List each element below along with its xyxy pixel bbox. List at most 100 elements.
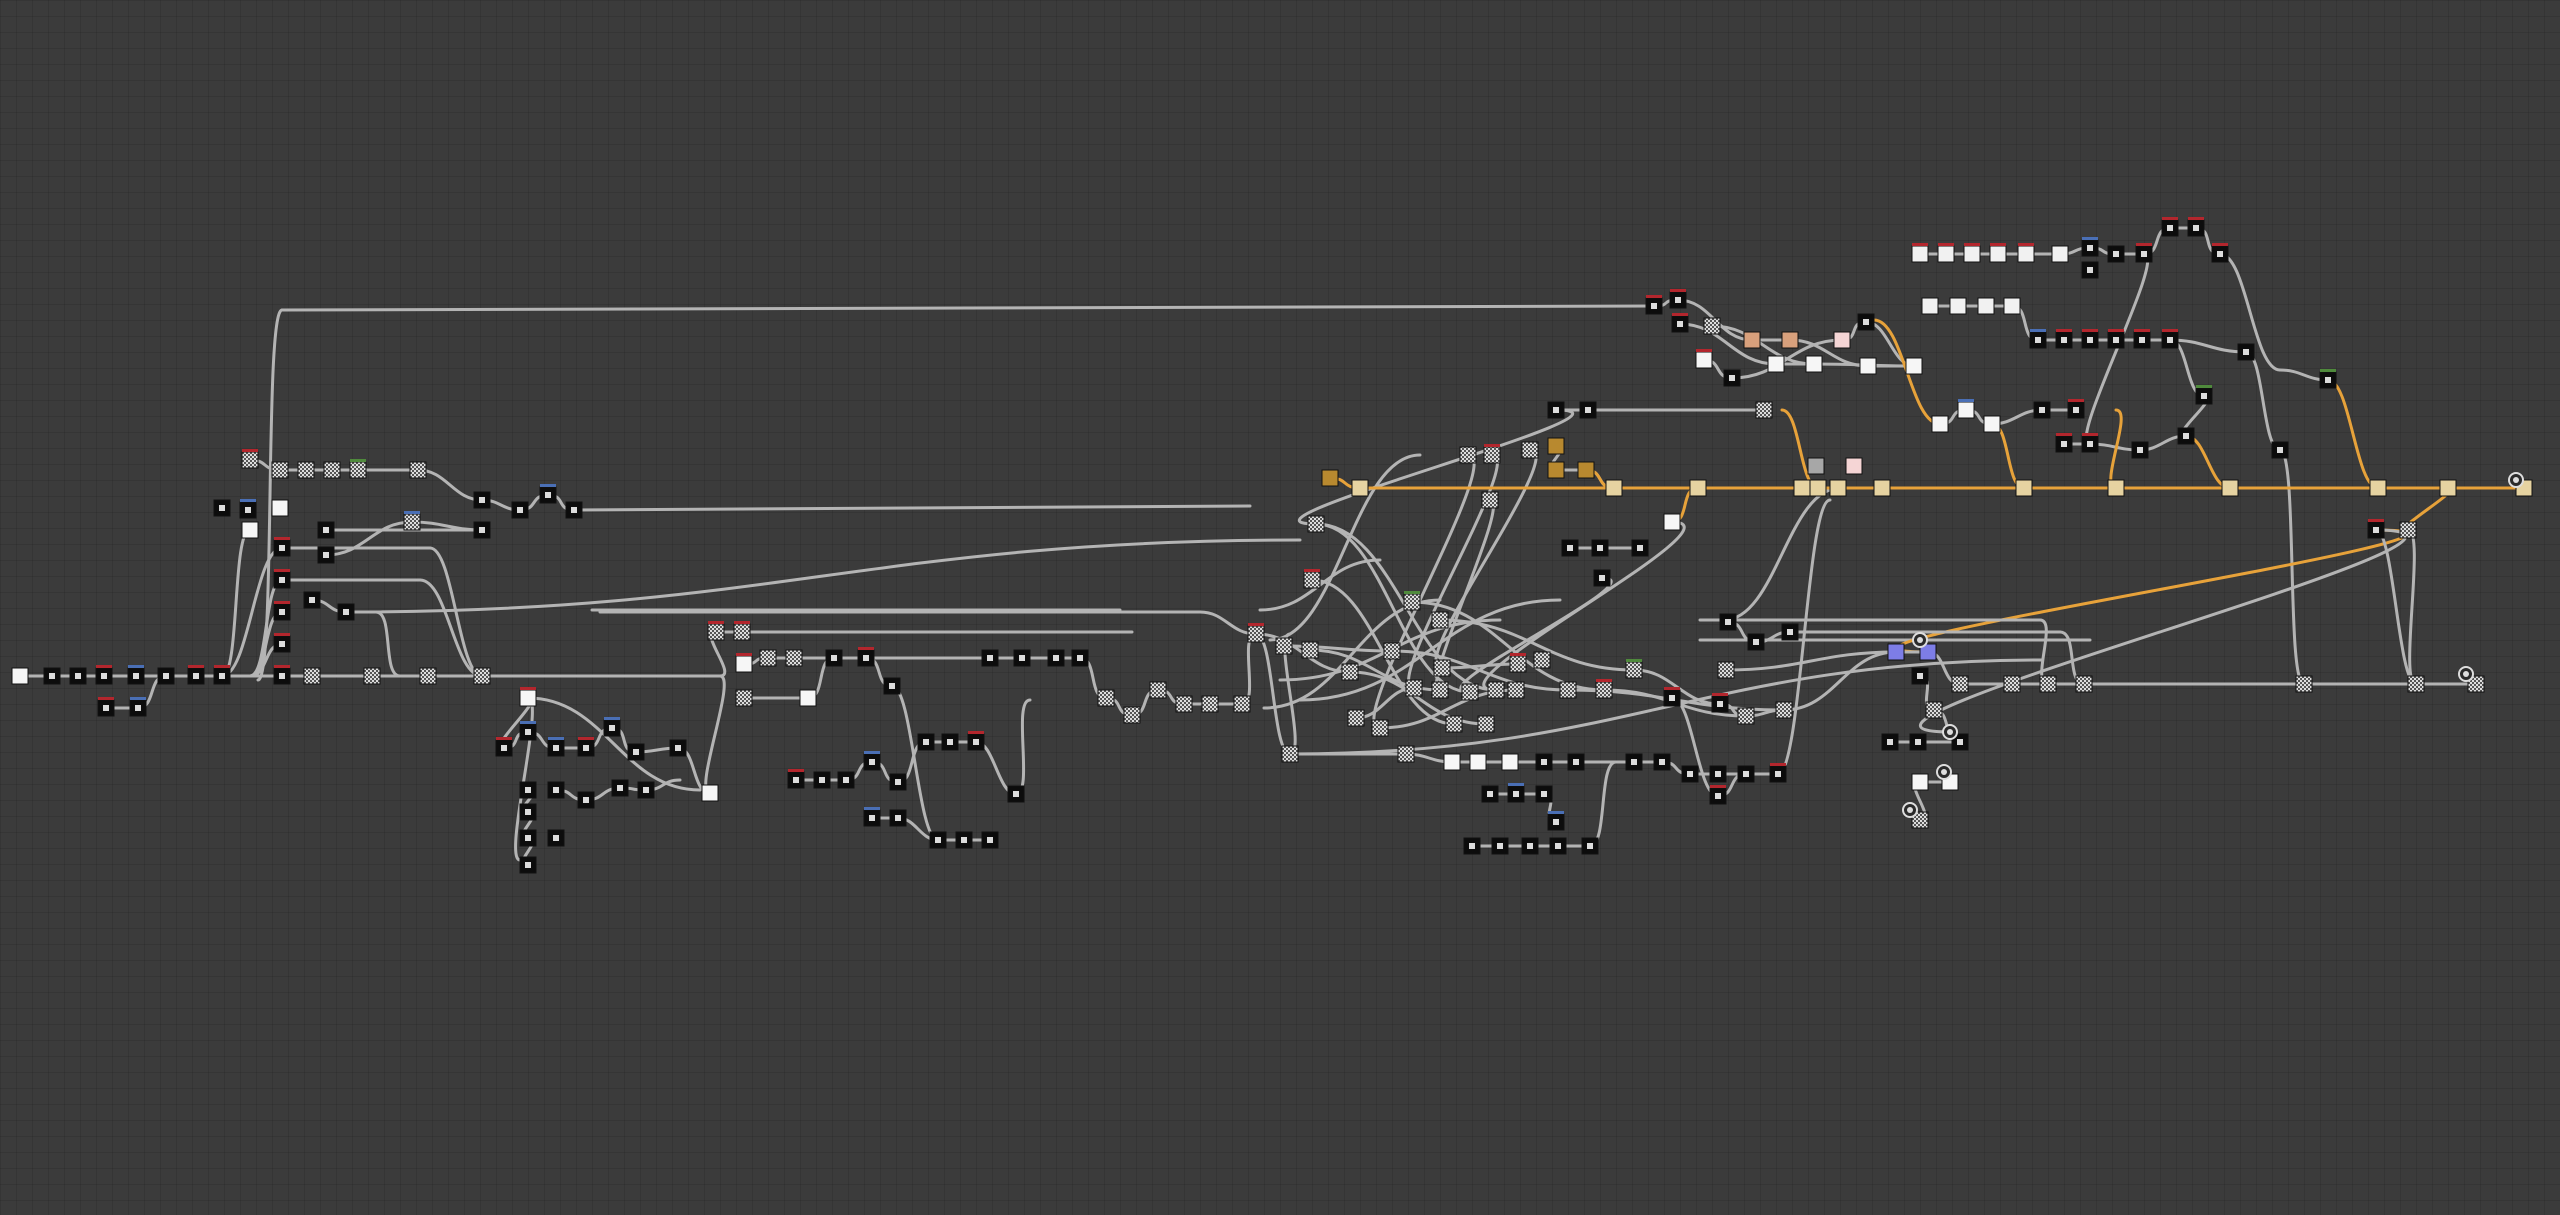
graph-node[interactable] [1653,753,1671,771]
graph-node[interactable] [2081,237,2099,257]
graph-node[interactable] [1175,695,1193,713]
graph-node[interactable] [2051,245,2069,263]
graph-node[interactable] [637,781,655,799]
graph-node[interactable] [1445,715,1463,733]
graph-node[interactable] [2075,675,2093,693]
graph-node[interactable] [317,546,335,564]
graph-node[interactable] [1593,569,1611,587]
graph-node[interactable] [1951,733,1969,751]
output-node-icon[interactable] [1902,802,1918,818]
graph-node[interactable] [519,856,537,874]
graph-node[interactable] [271,499,289,517]
graph-node[interactable] [495,737,513,757]
graph-node[interactable] [2367,519,2385,539]
graph-node[interactable] [1123,706,1141,724]
graph-node[interactable] [2399,521,2417,539]
graph-node[interactable] [1625,659,1643,679]
graph-node[interactable] [11,667,29,685]
wire[interactable] [280,304,1656,312]
graph-node[interactable] [1481,785,1499,803]
graph-node[interactable] [2081,433,2099,453]
graph-node[interactable] [1983,415,2001,433]
wire[interactable] [374,610,402,678]
wire[interactable] [344,538,1302,614]
graph-node[interactable] [1719,613,1737,631]
graph-node[interactable] [2039,675,2057,693]
graph-node[interactable] [1501,753,1519,771]
graph-node[interactable] [127,665,145,685]
graph-node[interactable] [1443,753,1461,771]
graph-node[interactable] [1911,243,1929,263]
graph-node[interactable] [1201,695,1219,713]
graph-node[interactable] [303,591,321,609]
wire[interactable] [1678,322,1778,366]
graph-node[interactable] [1931,415,1949,433]
graph-node[interactable] [2081,261,2099,279]
graph-node[interactable] [2017,243,2035,263]
graph-node[interactable] [1689,479,1707,497]
graph-node[interactable] [2369,479,2387,497]
output-node-icon[interactable] [1936,764,1952,780]
graph-node[interactable] [1483,444,1501,464]
graph-node[interactable] [1887,643,1905,661]
graph-node[interactable] [1717,661,1735,679]
wire[interactable] [1482,520,1686,692]
graph-node[interactable] [1547,437,1565,455]
graph-node[interactable] [2055,433,2073,453]
graph-node[interactable] [1469,753,1487,771]
graph-node[interactable] [157,667,175,685]
graph-node[interactable] [2107,245,2125,263]
graph-node[interactable] [95,665,113,685]
graph-node[interactable] [1433,659,1451,677]
graph-node[interactable] [2271,441,2289,459]
graph-node[interactable] [1535,785,1553,803]
graph-node[interactable] [187,665,205,685]
graph-node[interactable] [1775,701,1793,719]
wire[interactable] [2038,618,2050,686]
graph-node[interactable] [735,689,753,707]
graph-node[interactable] [403,511,421,531]
graph-node[interactable] [1509,653,1527,673]
graph-node[interactable] [565,501,583,519]
wire[interactable] [2084,252,2150,446]
wire[interactable] [704,674,726,795]
wire[interactable] [2406,528,2418,686]
graph-node[interactable] [547,737,565,757]
graph-node[interactable] [1521,441,1539,459]
graph-node[interactable] [1403,591,1421,611]
graph-node[interactable] [1397,745,1415,763]
graph-node[interactable] [1535,753,1553,771]
graph-node[interactable] [1873,479,1891,497]
graph-node[interactable] [1989,243,2007,263]
graph-node[interactable] [981,831,999,849]
graph-node[interactable] [2161,217,2179,237]
graph-node[interactable] [1591,539,1609,557]
graph-node[interactable] [539,484,557,504]
graph-node[interactable] [241,521,259,539]
wire[interactable] [1240,632,1258,706]
graph-node[interactable] [1577,461,1595,479]
graph-node[interactable] [1347,709,1365,727]
graph-node[interactable] [1709,785,1727,805]
wire[interactable] [1434,448,1538,670]
graph-node[interactable] [1949,297,1967,315]
graph-node[interactable] [1561,539,1579,557]
graph-node[interactable] [2467,675,2485,693]
graph-node[interactable] [1301,641,1319,659]
graph-node[interactable] [1919,643,1937,661]
graph-node[interactable] [1405,679,1423,697]
graph-node[interactable] [419,667,437,685]
wire[interactable] [1724,650,1898,672]
graph-node[interactable] [611,779,629,797]
graph-node[interactable] [1605,479,1623,497]
graph-node[interactable] [733,621,751,641]
graph-node[interactable] [363,667,381,685]
graph-node[interactable] [2033,401,2051,419]
graph-node[interactable] [1459,446,1477,464]
graph-node[interactable] [273,537,291,557]
graph-node[interactable] [1737,765,1755,783]
graph-node[interactable] [735,653,753,673]
graph-node[interactable] [97,697,115,717]
graph-node[interactable] [271,461,289,479]
wire[interactable] [1407,453,1499,690]
